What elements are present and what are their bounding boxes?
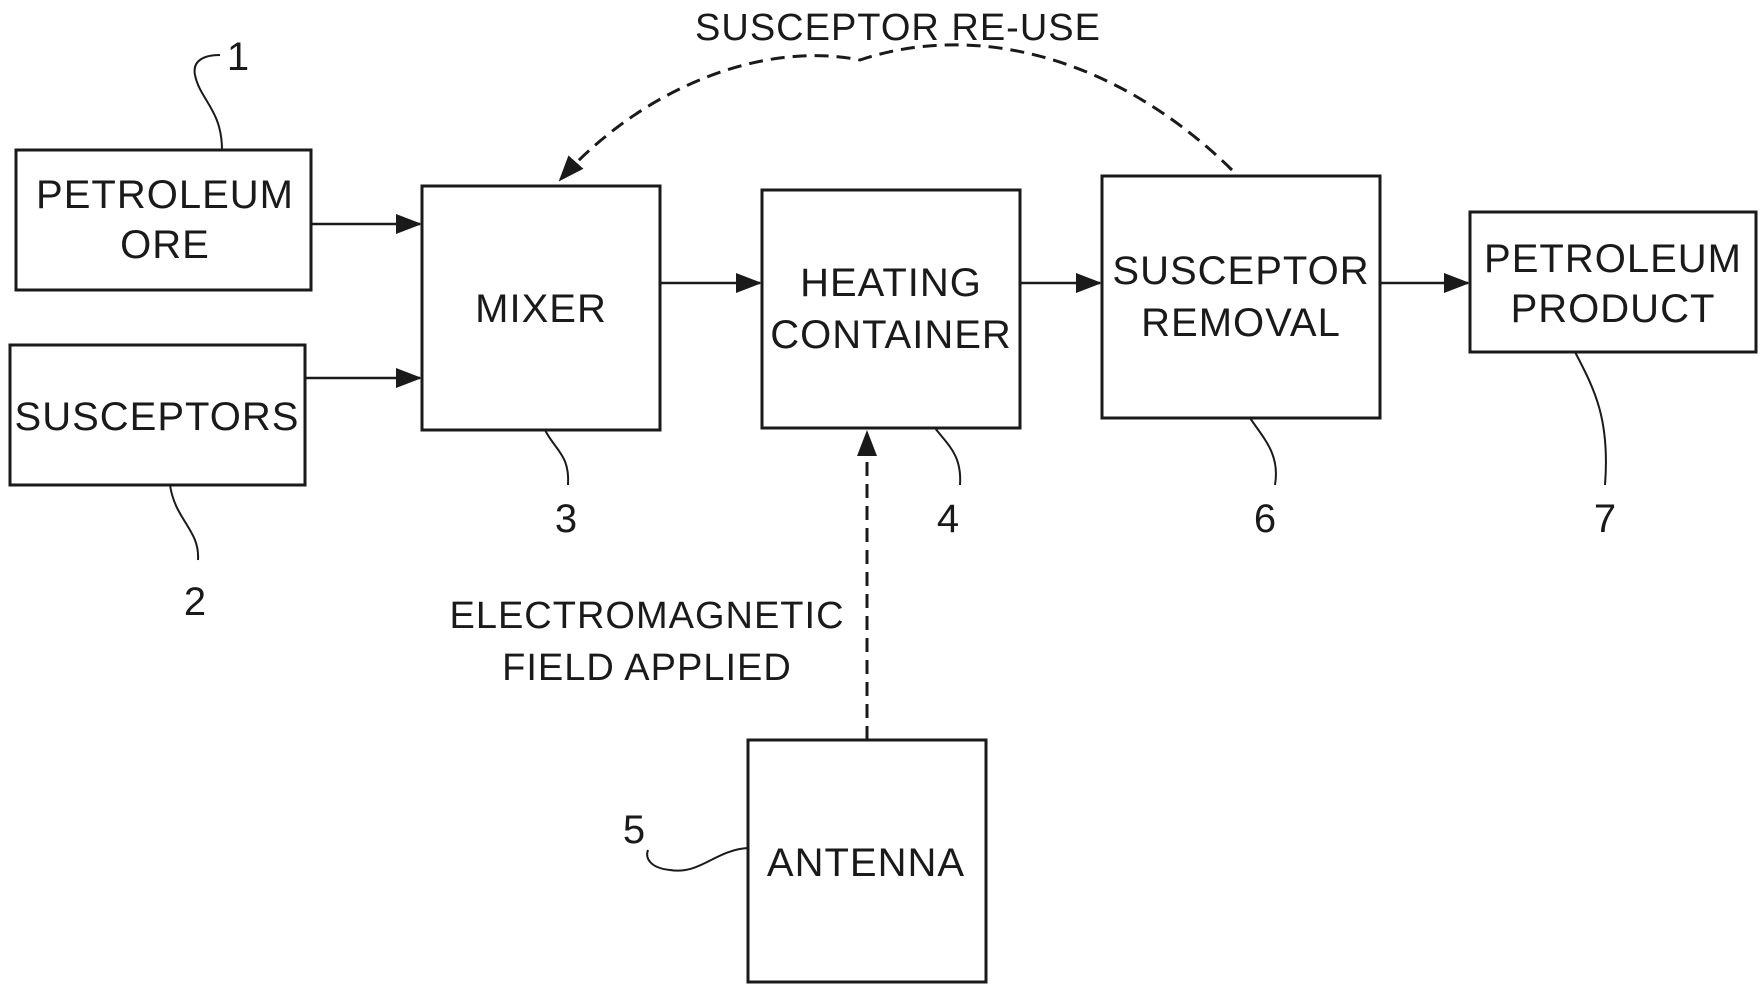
ref-number-4: 4 xyxy=(937,497,959,541)
heating-container-label-line2: CONTAINER xyxy=(770,313,1012,357)
ref-leader-2 xyxy=(170,485,198,560)
antenna-label: ANTENNA xyxy=(767,841,965,885)
reuse-caption: SUSCEPTOR RE-USE xyxy=(695,7,1101,49)
ref-number-1: 1 xyxy=(227,35,249,79)
petroleum-product-box: PETROLEUM PRODUCT xyxy=(1470,212,1756,352)
ref-number-6: 6 xyxy=(1254,497,1276,541)
susceptors-label: SUSCEPTORS xyxy=(15,395,300,439)
susceptor-removal-label-line1: SUSCEPTOR xyxy=(1112,249,1369,293)
ref-number-7: 7 xyxy=(1594,497,1616,541)
ref-leader-4 xyxy=(935,428,960,485)
mixer-label: MIXER xyxy=(475,287,607,331)
heating-container-label-line1: HEATING xyxy=(800,261,982,305)
petroleum-product-label-line2: PRODUCT xyxy=(1511,287,1716,331)
ref-leader-7 xyxy=(1575,352,1606,485)
susceptors-box: SUSCEPTORS xyxy=(10,345,305,485)
ref-number-5: 5 xyxy=(623,808,645,852)
mixer-box: MIXER xyxy=(422,186,660,430)
petroleum-ore-label-line1: PETROLEUM xyxy=(36,173,294,217)
susceptor-removal-box: SUSCEPTOR REMOVAL xyxy=(1102,176,1380,418)
petroleum-ore-box: PETROLEUM ORE xyxy=(16,150,311,290)
petroleum-product-label-line1: PETROLEUM xyxy=(1484,237,1742,281)
ref-leader-1 xyxy=(195,55,222,150)
antenna-box: ANTENNA xyxy=(748,740,986,982)
ref-leader-6 xyxy=(1250,418,1276,485)
reuse-arrow xyxy=(560,45,1232,180)
petroleum-ore-label-line2: ORE xyxy=(120,223,210,267)
ref-number-2: 2 xyxy=(184,580,206,624)
heating-container-box: HEATING CONTAINER xyxy=(762,190,1020,428)
field-caption-line1: ELECTROMAGNETIC xyxy=(449,595,844,637)
ref-leader-3 xyxy=(545,430,568,485)
susceptor-removal-label-line2: REMOVAL xyxy=(1141,301,1341,345)
field-caption-line2: FIELD APPLIED xyxy=(502,647,792,689)
ref-number-3: 3 xyxy=(555,497,577,541)
ref-leader-5 xyxy=(647,848,748,871)
